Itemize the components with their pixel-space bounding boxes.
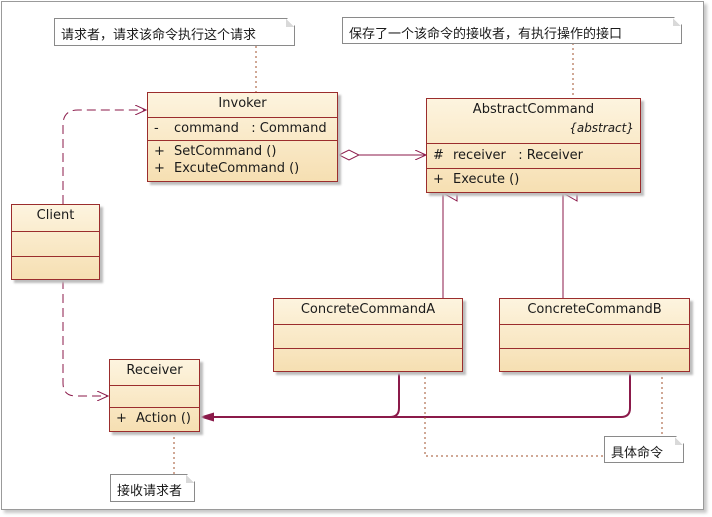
concrete-a-note-anchor [424,372,604,457]
command-note-text: 保存了一个该命令的接收者，有执行操作的接口 [349,27,623,42]
receiver-class[interactable]: Receiver +Action () [109,359,200,432]
abstract-command-attribute: #receiver : Receiver [433,148,584,163]
concrete-command-b-class[interactable]: ConcreteCommandB [499,298,690,372]
client-class-name: Client [36,208,75,223]
concrete-a-receiver-association [201,372,400,417]
invoker-class[interactable]: Invoker -command : Command +SetCommand (… [147,92,338,182]
concrete-command-b-class-name: ConcreteCommandB [527,302,662,317]
concrete-command-a-class[interactable]: ConcreteCommandA [273,298,463,372]
invoker-note: 请求者，请求该命令执行这个请求 [54,18,295,46]
note-fold-icon [675,437,683,445]
note-fold-icon [673,18,681,26]
client-invoker-dependency [62,110,146,204]
abstract-command-class-name: AbstractCommand [472,102,595,117]
concrete-b-receiver-association [201,372,631,418]
note-fold-icon [186,475,194,483]
invoker-attribute: -command : Command [154,121,327,136]
abstract-command-class[interactable]: AbstractCommand {abstract} #receiver : R… [426,98,641,193]
receiver-note: 接收请求者 [110,474,195,502]
client-receiver-dependency [62,280,108,396]
command-note: 保存了一个该命令的接收者，有执行操作的接口 [342,17,682,44]
abstract-command-operation: +Execute () [433,172,520,187]
concrete-command-a-class-name: ConcreteCommandA [300,302,436,317]
concrete-note-text: 具体命令 [611,446,664,461]
receiver-note-text: 接收请求者 [117,484,183,499]
concrete-note: 具体命令 [604,436,684,463]
invoker-note-text: 请求者，请求该命令执行这个请求 [61,28,257,43]
invoker-class-name: Invoker [218,96,267,111]
note-fold-icon [286,19,294,27]
receiver-operation: +Action () [116,411,191,426]
invoker-operation: +SetCommand () [154,144,277,159]
invoker-operation: +ExcuteCommand () [154,161,300,176]
receiver-class-name: Receiver [126,363,183,378]
abstract-stereotype: {abstract} [569,121,634,135]
client-class[interactable]: Client [11,204,100,280]
